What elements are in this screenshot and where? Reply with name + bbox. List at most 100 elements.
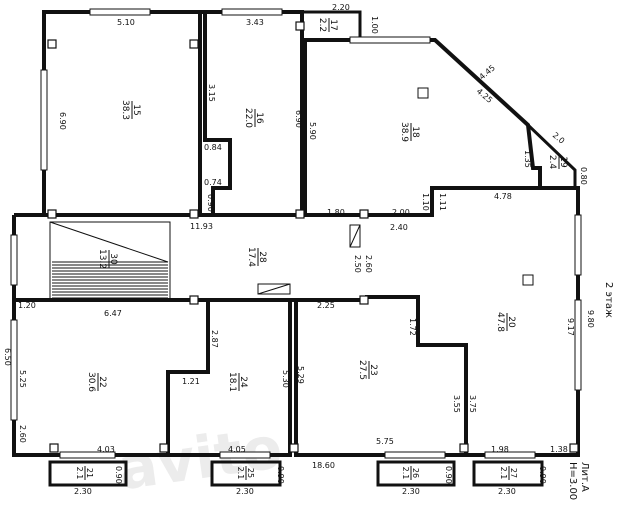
balcony-26 (376, 460, 456, 487)
svg-text:24: 24 (238, 376, 248, 388)
room-28-label: 28 17.4 (246, 247, 267, 267)
svg-text:6.90: 6.90 (58, 112, 67, 130)
room-19-label: 19 2.4 (547, 155, 568, 170)
svg-text:23: 23 (368, 364, 378, 375)
svg-text:20: 20 (506, 316, 516, 328)
room-26-label: 26 2.1 (401, 466, 420, 480)
svg-text:1.38: 1.38 (550, 445, 568, 454)
svg-text:9.17: 9.17 (566, 318, 575, 336)
svg-text:5.25: 5.25 (18, 370, 27, 388)
svg-text:2.60: 2.60 (18, 425, 27, 443)
svg-text:2.30: 2.30 (236, 487, 254, 496)
svg-text:18: 18 (410, 126, 420, 138)
svg-text:18.1: 18.1 (227, 372, 237, 392)
svg-text:18.60: 18.60 (312, 461, 335, 470)
floor-label: 2 этаж (603, 282, 614, 318)
svg-text:1.11: 1.11 (438, 193, 447, 211)
svg-text:21: 21 (85, 468, 94, 478)
svg-text:5.90: 5.90 (308, 122, 317, 140)
svg-text:17: 17 (328, 19, 338, 30)
stair-treads (52, 261, 168, 299)
room-labels: 15 38.3 16 22.0 17 2.2 18 38.9 19 2.4 20… (75, 18, 568, 480)
svg-text:1.98: 1.98 (491, 445, 509, 454)
svg-text:2.30: 2.30 (402, 487, 420, 496)
svg-text:3.43: 3.43 (246, 18, 264, 27)
svg-text:1.72: 1.72 (408, 318, 417, 336)
svg-text:0.90: 0.90 (276, 466, 285, 484)
svg-text:3.75: 3.75 (468, 395, 477, 413)
room-20-label: 20 47.8 (495, 312, 516, 332)
svg-text:38.3: 38.3 (120, 100, 130, 120)
svg-text:2.87: 2.87 (210, 330, 219, 348)
svg-text:16: 16 (254, 112, 264, 124)
svg-text:4.45: 4.45 (478, 63, 497, 81)
legend-lit: Лит.А (579, 462, 590, 492)
svg-text:47.8: 47.8 (495, 312, 505, 332)
stair-box (49, 221, 171, 301)
legend: Лит.А H=3.00 (567, 462, 590, 500)
room-21-label: 21 2.1 (75, 466, 94, 480)
balcony-25 (210, 460, 282, 487)
svg-text:30: 30 (108, 253, 118, 265)
svg-text:1.20: 1.20 (18, 301, 36, 310)
svg-text:5.10: 5.10 (117, 18, 135, 27)
svg-text:1.10: 1.10 (421, 193, 430, 211)
room-27-label: 27 2.1 (499, 466, 518, 480)
svg-text:13.2: 13.2 (97, 249, 107, 269)
svg-text:5.75: 5.75 (376, 437, 394, 446)
svg-text:2.1: 2.1 (499, 467, 508, 480)
wall-room-22 (12, 300, 210, 457)
svg-text:5.29: 5.29 (296, 366, 305, 384)
svg-text:2.2: 2.2 (317, 18, 327, 32)
svg-text:1.80: 1.80 (327, 208, 345, 217)
svg-text:2.00: 2.00 (392, 208, 410, 217)
stair-diagonal (49, 221, 169, 263)
windows (10, 8, 582, 459)
columns (47, 21, 579, 453)
svg-text:2.30: 2.30 (498, 487, 516, 496)
svg-text:26: 26 (411, 468, 420, 478)
balcony-27 (472, 460, 544, 487)
svg-text:25: 25 (246, 468, 255, 478)
svg-text:3.55: 3.55 (452, 395, 461, 413)
column-18 (417, 87, 429, 99)
svg-text:2.1: 2.1 (401, 467, 410, 480)
svg-text:4.03: 4.03 (97, 445, 115, 454)
svg-text:0.80: 0.80 (579, 167, 588, 185)
svg-text:4.78: 4.78 (494, 192, 512, 201)
room-18-label: 18 38.9 (399, 122, 420, 142)
shaft-box (349, 224, 361, 248)
svg-text:0.90: 0.90 (206, 194, 215, 212)
svg-text:0.90: 0.90 (114, 466, 123, 484)
svg-text:15: 15 (131, 104, 141, 115)
svg-text:19: 19 (558, 156, 568, 168)
svg-text:30.6: 30.6 (86, 372, 96, 392)
dimension-labels: 5.10 3.43 2.20 1.00 6.90 3.15 6.90 5.90 … (3, 3, 595, 496)
svg-text:1.21: 1.21 (182, 377, 200, 386)
svg-text:22: 22 (97, 376, 107, 387)
wall-room-23 (294, 300, 466, 457)
svg-text:38.9: 38.9 (399, 122, 409, 142)
svg-text:1.00: 1.00 (370, 16, 379, 34)
svg-text:0.90: 0.90 (444, 466, 453, 484)
svg-text:2.40: 2.40 (390, 223, 408, 232)
svg-text:2.30: 2.30 (74, 487, 92, 496)
svg-text:22.0: 22.0 (243, 108, 253, 128)
svg-text:6.50: 6.50 (3, 348, 12, 366)
wall-room-24 (168, 300, 292, 457)
room-24-label: 24 18.1 (227, 372, 248, 392)
room-16-label: 16 22.0 (243, 108, 264, 128)
vent-box (257, 283, 291, 295)
svg-text:5.30: 5.30 (281, 370, 290, 388)
wall-room-16 (200, 10, 304, 217)
svg-text:28: 28 (257, 251, 267, 263)
svg-text:0.74: 0.74 (204, 178, 222, 187)
svg-text:2.20: 2.20 (332, 3, 350, 12)
svg-text:3.15: 3.15 (207, 84, 216, 102)
legend-height: H=3.00 (567, 462, 578, 500)
room-23-label: 23 27.5 (357, 360, 378, 380)
room-15-label: 15 38.3 (120, 100, 141, 120)
svg-text:6.47: 6.47 (104, 309, 122, 318)
room-30-label: 30 13.2 (97, 249, 118, 269)
